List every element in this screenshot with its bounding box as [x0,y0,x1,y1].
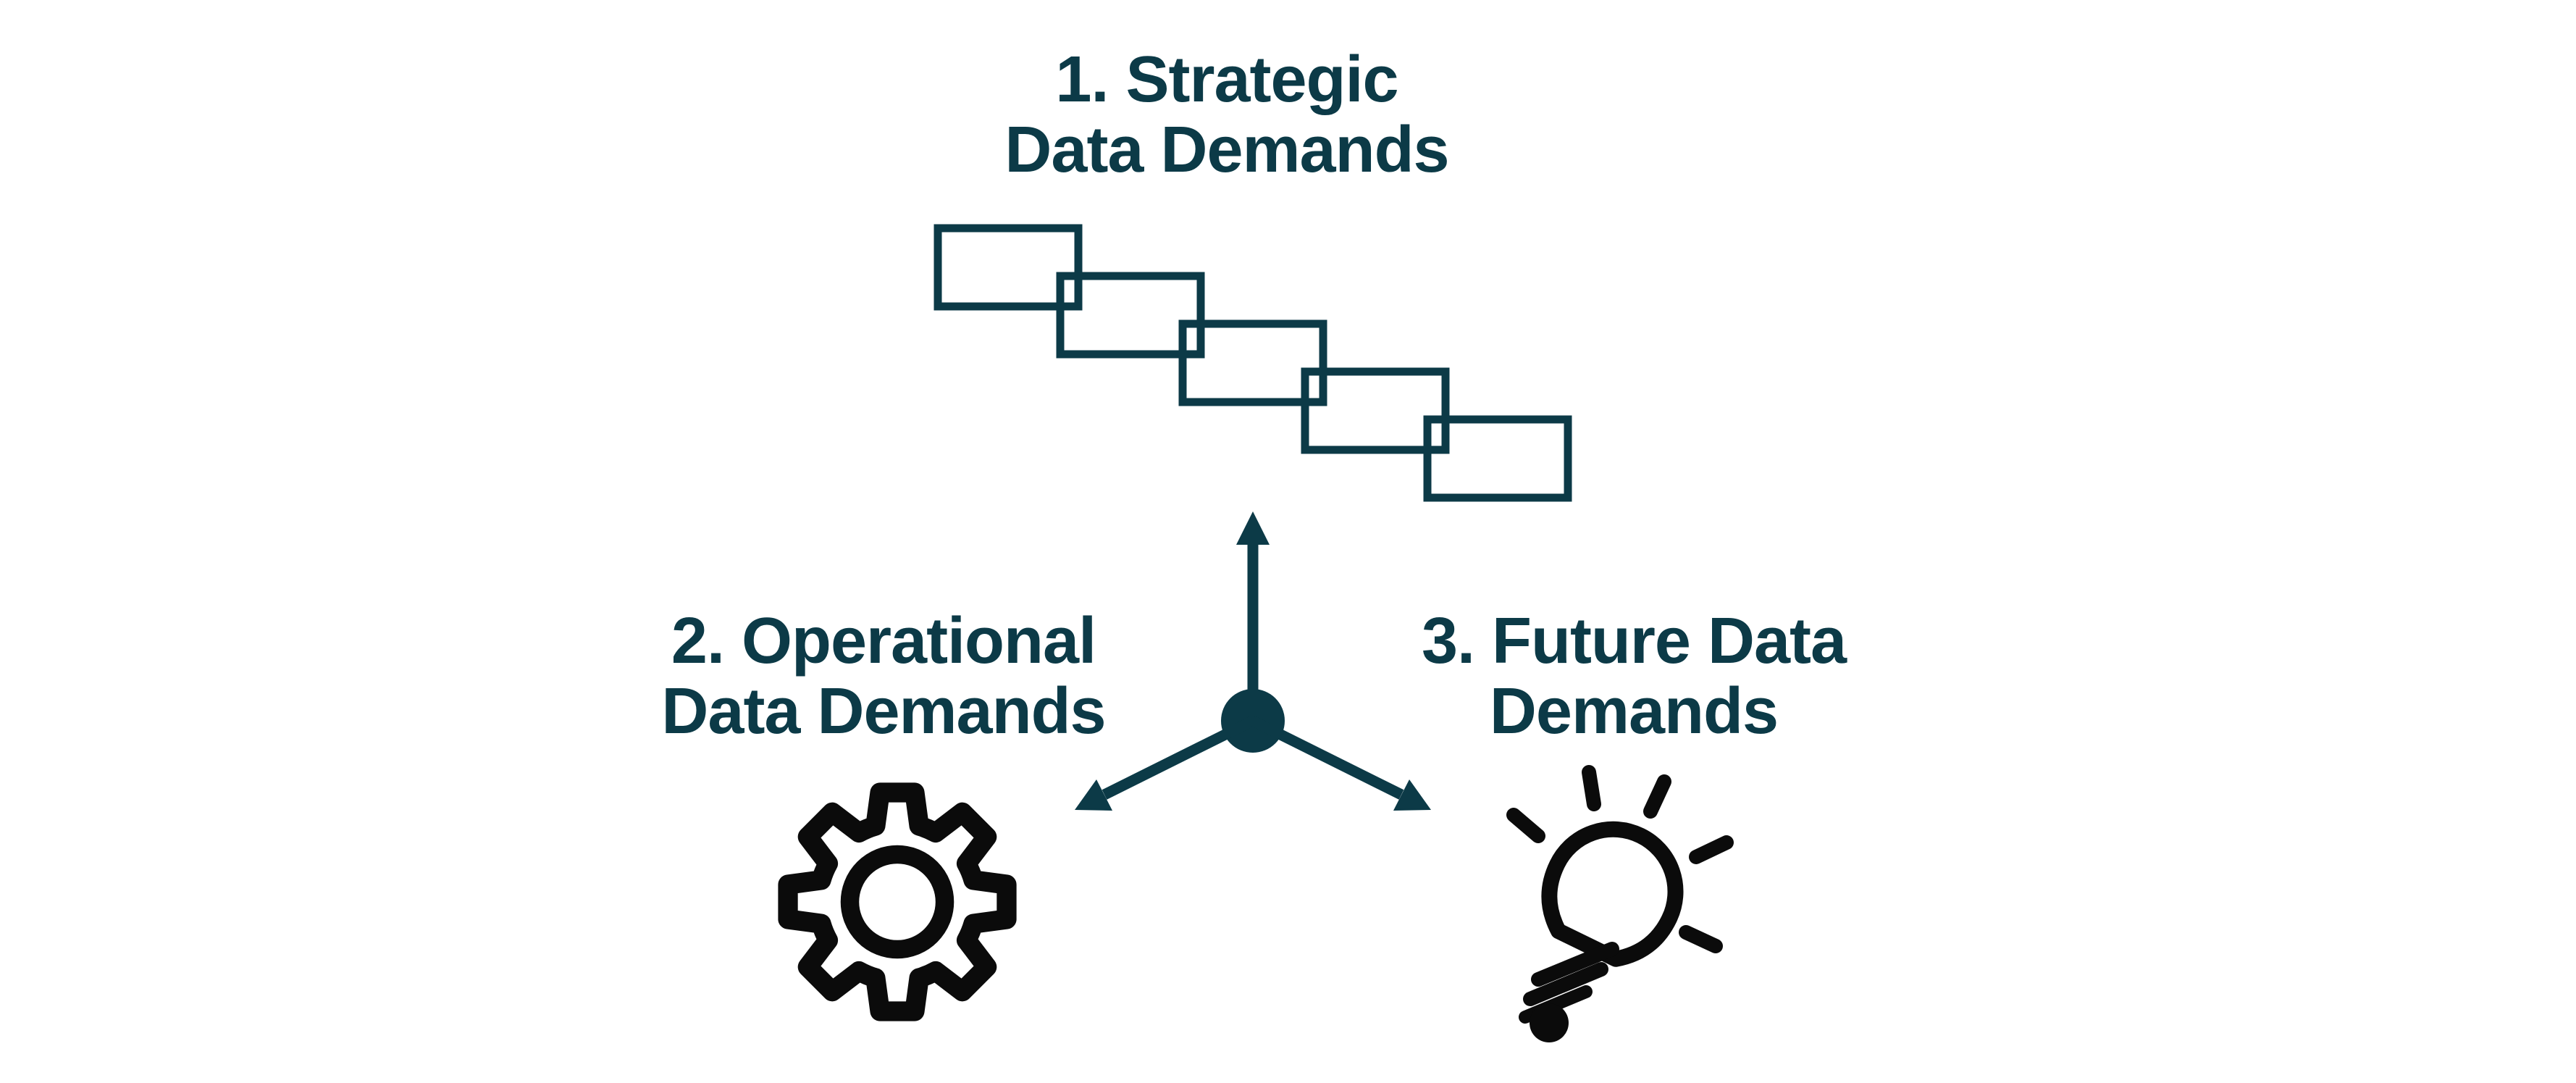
cascade-rect-2 [1056,272,1205,359]
cascade-rect-3 [1178,319,1327,406]
down-left-arrow [1075,716,1256,811]
cascade-rect-1 [934,224,1083,311]
future-label: 3. Future Data Demands [1235,606,2032,747]
operational-label: 2. Operational Data Demands [485,606,1282,747]
cascade-rect-5 [1423,415,1572,502]
cascading-steps-icon [934,224,1572,502]
up-arrow [1236,511,1270,721]
future-label-line2: Demands [1489,675,1779,748]
down-right-arrow [1250,716,1431,811]
strategic-label: 1. Strategic Data Demands [792,45,1661,185]
operational-label-line1: 2. Operational [671,605,1096,677]
lightbulb-icon [1506,765,1734,1042]
future-label-line1: 3. Future Data [1421,605,1847,677]
strategic-label-line2: Data Demands [1004,114,1449,186]
cascade-rect-4 [1301,367,1450,454]
strategic-label-line1: 1. Strategic [1055,43,1398,116]
operational-label-line2: Data Demands [661,675,1106,748]
gear-icon [778,782,1017,1021]
lightbulb-rays [1506,765,1734,953]
three-way-arrows [1075,511,1431,811]
